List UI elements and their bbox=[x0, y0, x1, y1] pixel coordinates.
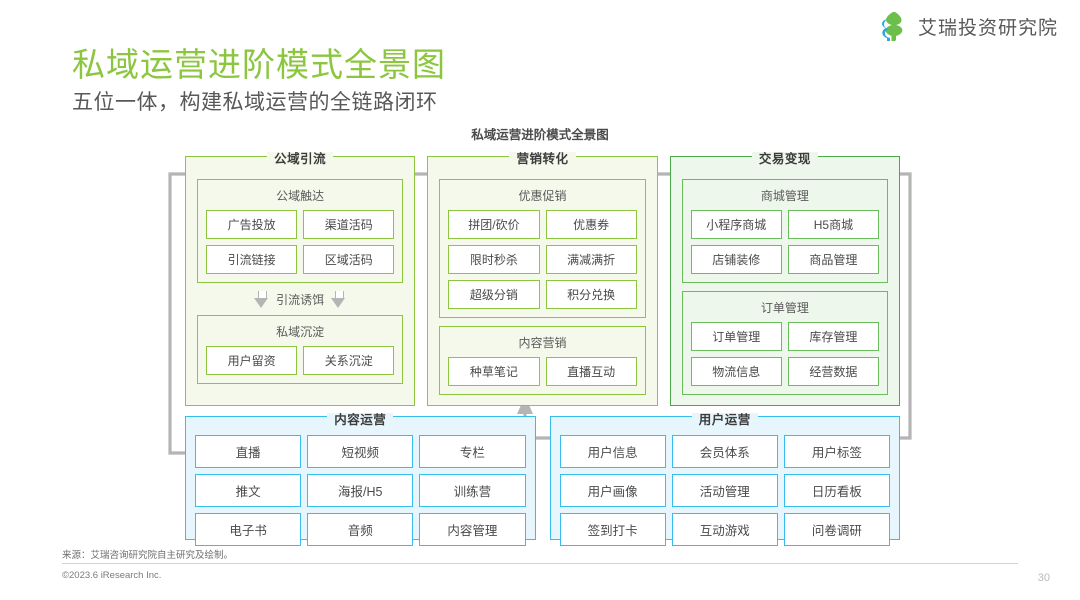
item-cell[interactable]: 用户留资 bbox=[206, 346, 298, 375]
item-cell[interactable]: 音频 bbox=[307, 513, 414, 546]
down-arrow-icon bbox=[254, 291, 269, 308]
group-title: 优惠促销 bbox=[518, 189, 567, 203]
group-public-reach: 公域触达 广告投放 渠道活码 引流链接 区域活码 bbox=[197, 179, 404, 283]
item-cell[interactable]: 区域活码 bbox=[303, 245, 395, 274]
iresearch-leaf-logo-icon bbox=[879, 10, 909, 42]
group-content-marketing: 内容营销 种草笔记 直播互动 bbox=[439, 326, 646, 395]
section-public-traffic[interactable]: 公域引流 公域触达 广告投放 渠道活码 引流链接 区域活码 引流诱饵 bbox=[185, 152, 416, 406]
item-cell[interactable]: 小程序商城 bbox=[690, 210, 782, 239]
copyright-note: ©2023.6 iResearch Inc. bbox=[62, 570, 162, 581]
item-cell[interactable]: 用户信息 bbox=[559, 435, 666, 468]
group-items: 小程序商城 H5商城 店铺装修 商品管理 bbox=[690, 210, 879, 274]
item-cell[interactable]: 推文 bbox=[195, 474, 302, 507]
item-cell[interactable]: 短视频 bbox=[307, 435, 414, 468]
item-cell[interactable]: 商品管理 bbox=[787, 245, 879, 274]
section-header: 交易变现 bbox=[671, 148, 899, 168]
item-cell[interactable]: 拼团/砍价 bbox=[448, 210, 540, 239]
page-subtitle: 五位一体，构建私域运营的全链路闭环 bbox=[72, 91, 438, 114]
item-cell[interactable]: 订单管理 bbox=[690, 322, 782, 351]
item-cell[interactable]: 签到打卡 bbox=[559, 513, 666, 546]
diagram: 公域引流 公域触达 广告投放 渠道活码 引流链接 区域活码 引流诱饵 bbox=[165, 148, 915, 548]
section-content-operations[interactable]: 内容运营 直播 短视频 专栏 推文 海报/H5 训练营 电子书 音频 内容管理 bbox=[185, 413, 536, 546]
item-cell[interactable]: 经营数据 bbox=[787, 357, 879, 386]
group-title: 内容营销 bbox=[518, 336, 567, 350]
item-cell[interactable]: 用户标签 bbox=[783, 435, 891, 468]
page-number: 30 bbox=[1037, 572, 1050, 584]
brand-logo: 艾瑞投资研究院 bbox=[879, 10, 1058, 42]
item-cell[interactable]: 积分兑换 bbox=[545, 280, 637, 309]
bottom-sections: 内容运营 直播 短视频 专栏 推文 海报/H5 训练营 电子书 音频 内容管理 … bbox=[185, 413, 900, 546]
item-cell[interactable]: 会员体系 bbox=[671, 435, 778, 468]
section-items: 直播 短视频 专栏 推文 海报/H5 训练营 电子书 音频 内容管理 bbox=[195, 435, 526, 546]
group-items: 拼团/砍价 优惠券 限时秒杀 满减满折 超级分销 积分兑换 bbox=[448, 210, 637, 309]
group-items: 广告投放 渠道活码 引流链接 区域活码 bbox=[206, 210, 395, 274]
item-cell[interactable]: 日历看板 bbox=[783, 474, 891, 507]
group-private-pool: 私域沉淀 用户留资 关系沉淀 bbox=[197, 315, 404, 384]
item-cell[interactable]: 种草笔记 bbox=[448, 357, 540, 386]
item-cell[interactable]: 内容管理 bbox=[419, 513, 526, 546]
section-user-operations[interactable]: 用户运营 用户信息 会员体系 用户标签 用户画像 活动管理 日历看板 签到打卡 … bbox=[549, 413, 900, 546]
top-sections: 公域引流 公域触达 广告投放 渠道活码 引流链接 区域活码 引流诱饵 bbox=[185, 152, 900, 406]
item-cell[interactable]: 物流信息 bbox=[690, 357, 782, 386]
group-title: 私域沉淀 bbox=[276, 325, 325, 339]
item-cell[interactable]: 满减满折 bbox=[545, 245, 637, 274]
page-title: 私域运营进阶模式全景图 bbox=[72, 46, 446, 83]
footer-divider bbox=[62, 563, 1018, 564]
item-cell[interactable]: 电子书 bbox=[195, 513, 302, 546]
section-header: 公域引流 bbox=[186, 148, 414, 168]
section-items: 用户信息 会员体系 用户标签 用户画像 活动管理 日历看板 签到打卡 互动游戏 … bbox=[559, 435, 891, 546]
item-cell[interactable]: 问卷调研 bbox=[783, 513, 891, 546]
item-cell[interactable]: 活动管理 bbox=[671, 474, 778, 507]
item-cell[interactable]: 海报/H5 bbox=[307, 474, 414, 507]
brand-name: 艾瑞投资研究院 bbox=[917, 17, 1058, 39]
group-order-management: 订单管理 订单管理 库存管理 物流信息 经营数据 bbox=[681, 291, 888, 395]
item-cell[interactable]: 优惠券 bbox=[545, 210, 637, 239]
section-transaction-monetization[interactable]: 交易变现 商城管理 小程序商城 H5商城 店铺装修 商品管理 订单管理 订单管理 bbox=[669, 152, 900, 406]
item-cell[interactable]: 专栏 bbox=[419, 435, 526, 468]
item-cell[interactable]: 渠道活码 bbox=[303, 210, 395, 239]
source-note: 来源：艾瑞咨询研究院自主研究及绘制。 bbox=[62, 550, 234, 561]
item-cell[interactable]: 超级分销 bbox=[448, 280, 540, 309]
connector-label: 引流诱饵 bbox=[276, 293, 325, 307]
chart-title: 私域运营进阶模式全景图 bbox=[471, 128, 609, 142]
item-cell[interactable]: 广告投放 bbox=[206, 210, 298, 239]
group-title: 订单管理 bbox=[760, 301, 809, 315]
group-items: 订单管理 库存管理 物流信息 经营数据 bbox=[690, 322, 879, 386]
item-cell[interactable]: 互动游戏 bbox=[671, 513, 778, 546]
down-arrow-icon bbox=[331, 291, 346, 308]
item-cell[interactable]: 训练营 bbox=[419, 474, 526, 507]
section-header: 内容运营 bbox=[186, 409, 535, 429]
item-cell[interactable]: 库存管理 bbox=[787, 322, 879, 351]
item-cell[interactable]: 用户画像 bbox=[559, 474, 666, 507]
connector-label-row: 引流诱饵 bbox=[197, 291, 403, 308]
group-items: 种草笔记 直播互动 bbox=[448, 357, 637, 386]
group-title: 商城管理 bbox=[760, 189, 809, 203]
group-title: 公域触达 bbox=[276, 189, 325, 203]
item-cell[interactable]: 引流链接 bbox=[206, 245, 298, 274]
section-header: 营销转化 bbox=[428, 148, 656, 168]
section-header: 用户运营 bbox=[551, 409, 900, 429]
item-cell[interactable]: 直播互动 bbox=[545, 357, 637, 386]
group-promotions: 优惠促销 拼团/砍价 优惠券 限时秒杀 满减满折 超级分销 积分兑换 bbox=[439, 179, 646, 318]
item-cell[interactable]: 直播 bbox=[195, 435, 302, 468]
group-items: 用户留资 关系沉淀 bbox=[206, 346, 395, 375]
item-cell[interactable]: 限时秒杀 bbox=[448, 245, 540, 274]
item-cell[interactable]: 店铺装修 bbox=[690, 245, 782, 274]
section-marketing-conversion[interactable]: 营销转化 优惠促销 拼团/砍价 优惠券 限时秒杀 满减满折 超级分销 积分兑换 … bbox=[427, 152, 658, 406]
item-cell[interactable]: 关系沉淀 bbox=[303, 346, 395, 375]
group-mall-management: 商城管理 小程序商城 H5商城 店铺装修 商品管理 bbox=[681, 179, 888, 283]
item-cell[interactable]: H5商城 bbox=[787, 210, 879, 239]
